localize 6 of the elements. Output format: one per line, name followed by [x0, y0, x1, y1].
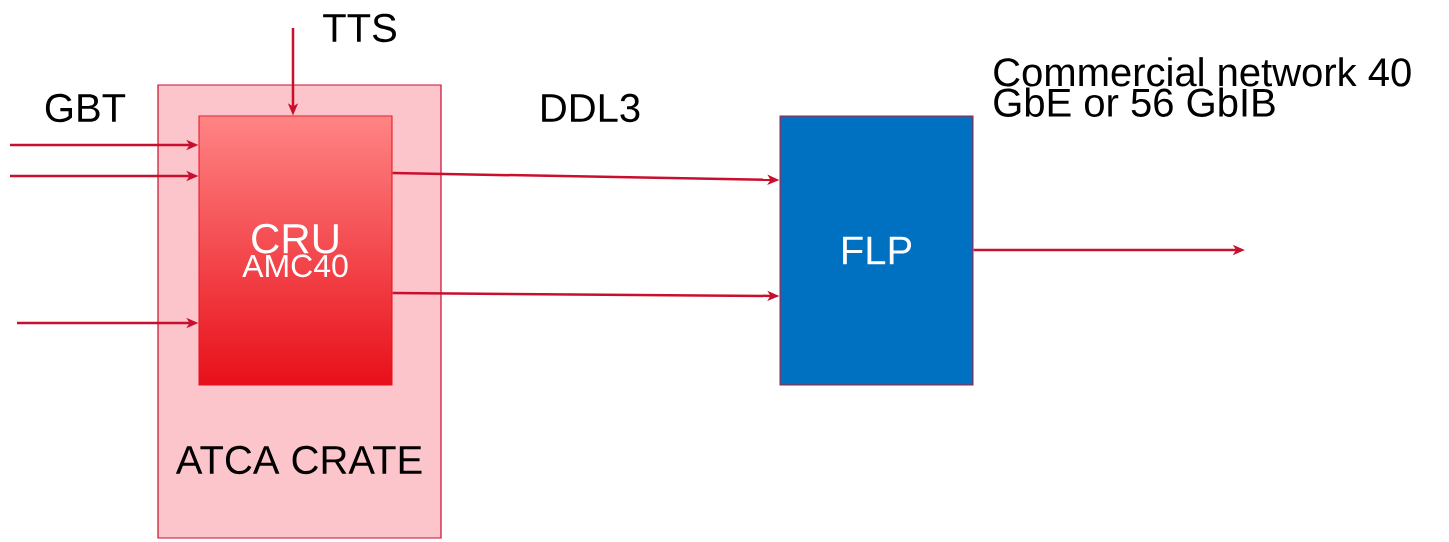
signal-label: TTS	[323, 13, 396, 43]
signal-label: GBT	[45, 93, 126, 123]
signal-label: DDL3	[542, 93, 640, 123]
signal-label: Commercial network 40 GbE or 56 GbIB	[994, 57, 1411, 117]
process-box: FLP	[779, 115, 974, 386]
process-box: CRU AMC40	[198, 115, 393, 386]
